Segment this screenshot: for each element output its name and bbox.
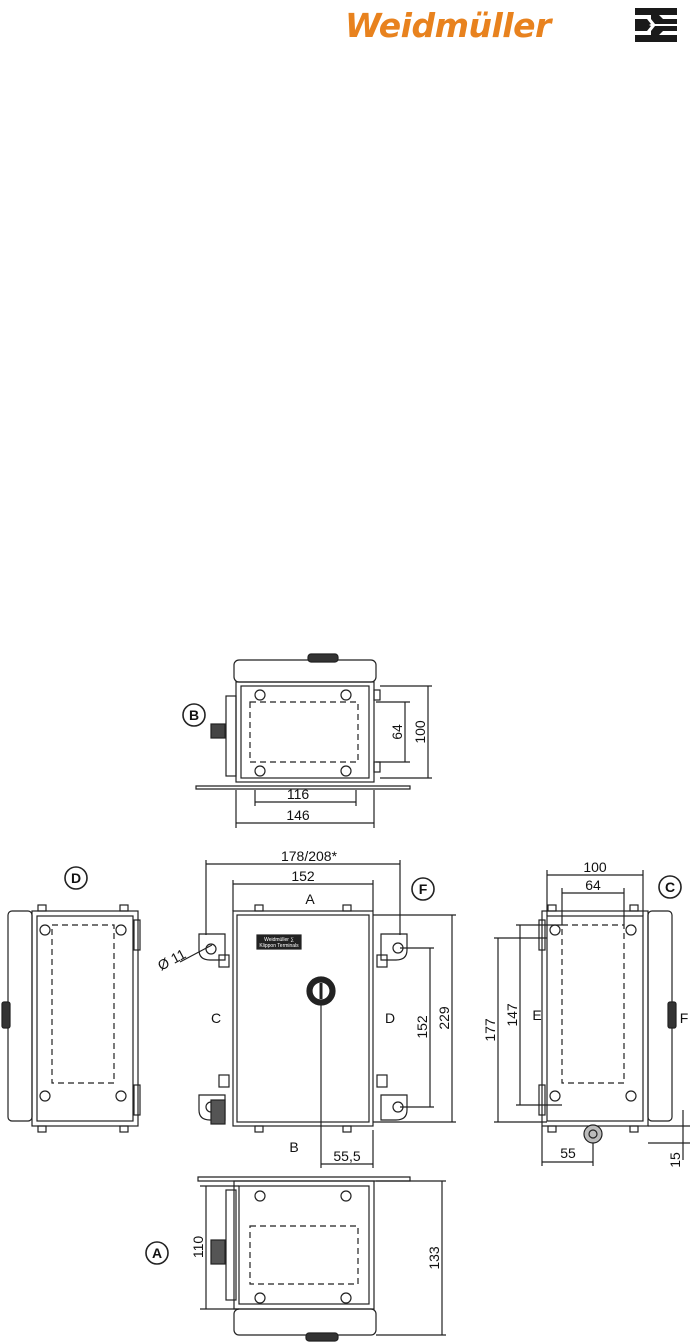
bottom-body [233, 1180, 375, 1310]
dim-front-55-5: 55,5 [333, 1148, 360, 1164]
side-label-d: D [385, 1010, 395, 1026]
nameplate-line-1: Weidmüller ∑ [264, 937, 294, 943]
badge-d: D [71, 870, 81, 886]
dim-right-55: 55 [560, 1145, 576, 1161]
dim-top-100: 100 [412, 720, 428, 744]
badge-f: F [419, 881, 428, 897]
view-badges [64, 703, 682, 1265]
dim-front-152-width: 152 [291, 868, 315, 884]
right-body [541, 910, 649, 1127]
dim-front-overall: 178/208* [281, 848, 338, 864]
badge-c: C [665, 879, 675, 895]
nameplate [256, 934, 302, 950]
front-body [232, 910, 374, 1127]
badge-b: B [189, 707, 199, 723]
dim-top-146: 146 [286, 807, 310, 823]
dim-right-100: 100 [583, 859, 607, 875]
left-lid [7, 910, 33, 1122]
dim-front-229: 229 [436, 1006, 452, 1030]
dim-bottom-133: 133 [426, 1246, 442, 1270]
dim-right-15: 15 [667, 1152, 683, 1168]
view-b-top [195, 653, 432, 828]
side-label-f: F [680, 1010, 689, 1026]
left-body [31, 910, 139, 1127]
weidmuller-logo-icon [635, 8, 677, 42]
brand-logo: Weidmüller [340, 0, 693, 52]
top-knob [307, 653, 339, 663]
view-c-right [494, 870, 690, 1166]
dim-front-152-height: 152 [414, 1015, 430, 1039]
dim-bottom-110: 110 [190, 1236, 206, 1259]
dim-right-177: 177 [482, 1018, 498, 1042]
nameplate-line-2: Klippon Terminals [259, 943, 299, 949]
bottom-lid [233, 1308, 377, 1336]
dim-top-116: 116 [287, 786, 310, 802]
badge-a: A [152, 1245, 162, 1261]
dim-right-147: 147 [504, 1003, 520, 1027]
view-d-left [1, 904, 141, 1133]
view-front [179, 860, 456, 1168]
brand-name: Weidmüller [345, 6, 551, 45]
side-label-b: B [289, 1139, 298, 1155]
side-label-a: A [305, 891, 315, 907]
side-label-e: E [532, 1007, 541, 1023]
view-a-bottom [197, 1176, 446, 1342]
top-lid [233, 659, 377, 683]
dim-top-64: 64 [389, 724, 405, 740]
dim-hole-diameter: Ø 11 [155, 946, 189, 974]
side-label-c: C [211, 1010, 221, 1026]
dim-right-64: 64 [585, 877, 601, 893]
